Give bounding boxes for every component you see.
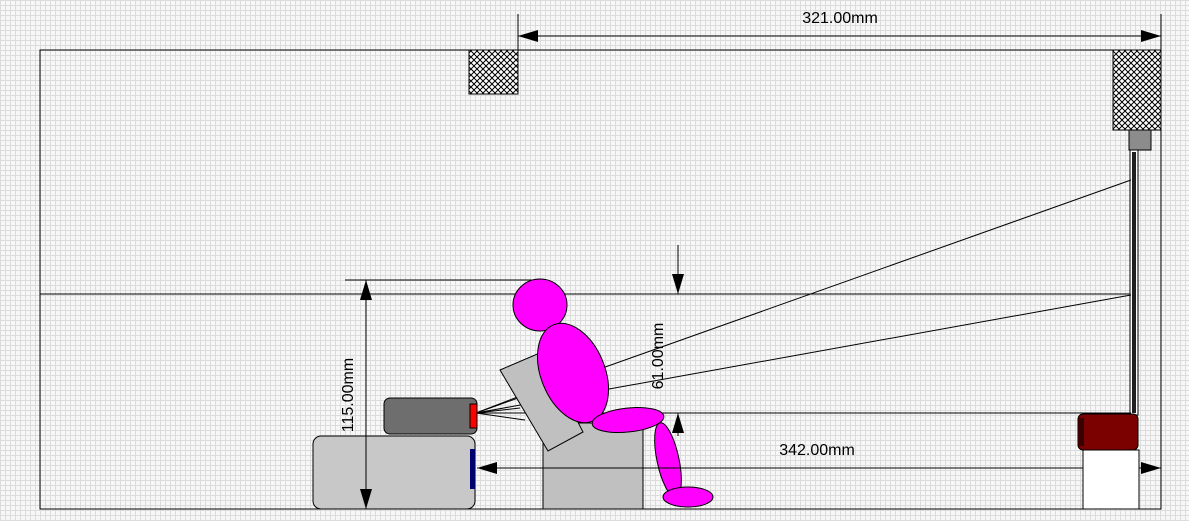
projector-lens: [469, 403, 478, 429]
screen-surface: [1132, 152, 1136, 413]
top-dim-arrow-right: [1141, 30, 1161, 42]
projector-throw-label: 342.00mm: [779, 442, 855, 459]
eye-height-label: 115.00mm: [340, 358, 357, 432]
speaker: [1077, 413, 1139, 451]
top-dim-arrow-left: [518, 30, 538, 42]
chair-backrest: [499, 351, 584, 452]
viewer-foot: [662, 486, 714, 508]
eye-dim-arrow-bottom: [672, 413, 684, 433]
eye-to-horizon-label: 61.00mm: [650, 323, 667, 390]
seated-viewer: [512, 278, 714, 508]
screen-housing: [1128, 129, 1152, 151]
speaker-grille: [1078, 418, 1084, 446]
throw-dim-arrow-left: [477, 462, 497, 474]
top-width-label: 321.00mm: [802, 10, 878, 27]
ceiling-block-left: [468, 49, 519, 95]
speaker-stand: [1082, 449, 1140, 510]
height-dim-arrow-top: [360, 280, 372, 300]
viewer-head: [512, 278, 568, 332]
cabinet-panel: [470, 449, 475, 489]
throw-dim-arrow-right: [1141, 462, 1161, 474]
ceiling-block-right: [1112, 49, 1162, 131]
height-dim-arrow-bottom: [360, 489, 372, 509]
eye-dim-arrow-top: [672, 274, 684, 294]
projector: [383, 397, 478, 435]
viewer-thigh: [591, 406, 665, 434]
cabinet: [312, 435, 476, 510]
